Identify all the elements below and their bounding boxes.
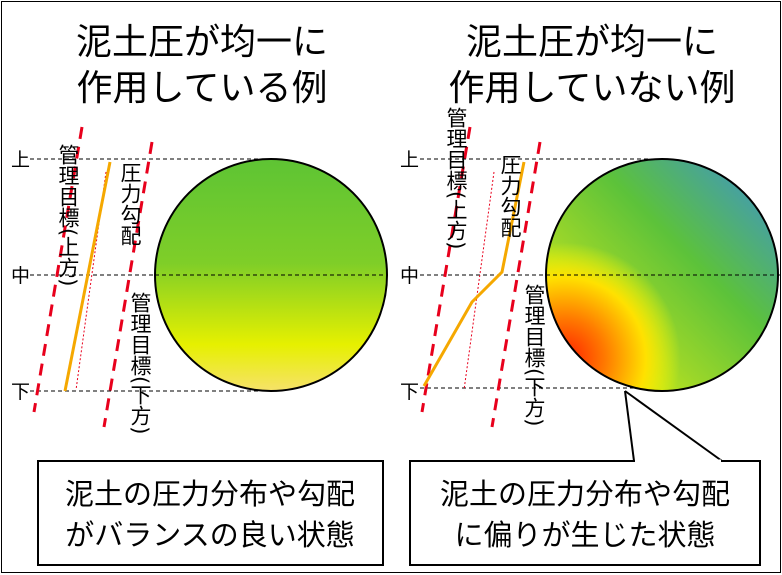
left-panel: 泥土圧が均一に 作用している例 上 中 下 管理目標(上方) 圧力勾配 管理目標… <box>11 22 388 566</box>
left-pressure-gradient-line <box>63 161 112 392</box>
right-panel: 泥土圧が均一に 作用していない例 上 中 下 管理目標(上方) 圧力勾配 管理目… <box>400 22 780 566</box>
right-callout-right-edge <box>624 390 723 462</box>
right-upper-target-line <box>420 126 472 413</box>
left-lower-target-label: 管理目標(下方) <box>128 292 152 434</box>
right-title-line2: 作用していない例 <box>449 68 736 109</box>
right-title-line1: 泥土圧が均一に <box>466 22 718 63</box>
right-level-bottom-label: 下 <box>400 381 419 403</box>
right-upper-target-label: 管理目標(上方) <box>444 107 468 249</box>
left-pressure-gradient-label: 圧力勾配 <box>118 162 142 246</box>
left-upper-target-label: 管理目標(上方) <box>56 144 80 286</box>
right-caption-box <box>409 460 761 566</box>
left-title-line1: 泥土圧が均一に <box>76 22 328 63</box>
left-title-line2: 作用している例 <box>77 68 328 109</box>
right-callout-left-edge <box>624 390 635 462</box>
right-reference-line <box>463 171 495 391</box>
left-lower-target-line <box>102 141 154 428</box>
right-lower-target-line <box>490 141 542 428</box>
right-caption-line2: に偏りが生じた状態 <box>454 518 715 552</box>
left-caption-line1: 泥土の圧力分布や勾配 <box>65 477 355 511</box>
left-upper-target-line <box>32 126 84 413</box>
left-caption-box <box>37 460 384 566</box>
right-level-top-label: 上 <box>400 149 419 171</box>
right-pressure-gradient-line <box>422 161 526 387</box>
left-level-mid-label: 中 <box>11 265 30 287</box>
left-caption-line2: がバランスの良い状態 <box>65 518 354 552</box>
left-level-top-label: 上 <box>11 149 30 171</box>
right-caption-line1: 泥土の圧力分布や勾配 <box>440 477 730 511</box>
right-lower-target-label: 管理目標(下方) <box>522 284 546 426</box>
right-level-mid-label: 中 <box>400 265 419 287</box>
left-level-bottom-label: 下 <box>11 381 30 403</box>
right-pressure-gradient-label: 圧力勾配 <box>498 154 522 238</box>
